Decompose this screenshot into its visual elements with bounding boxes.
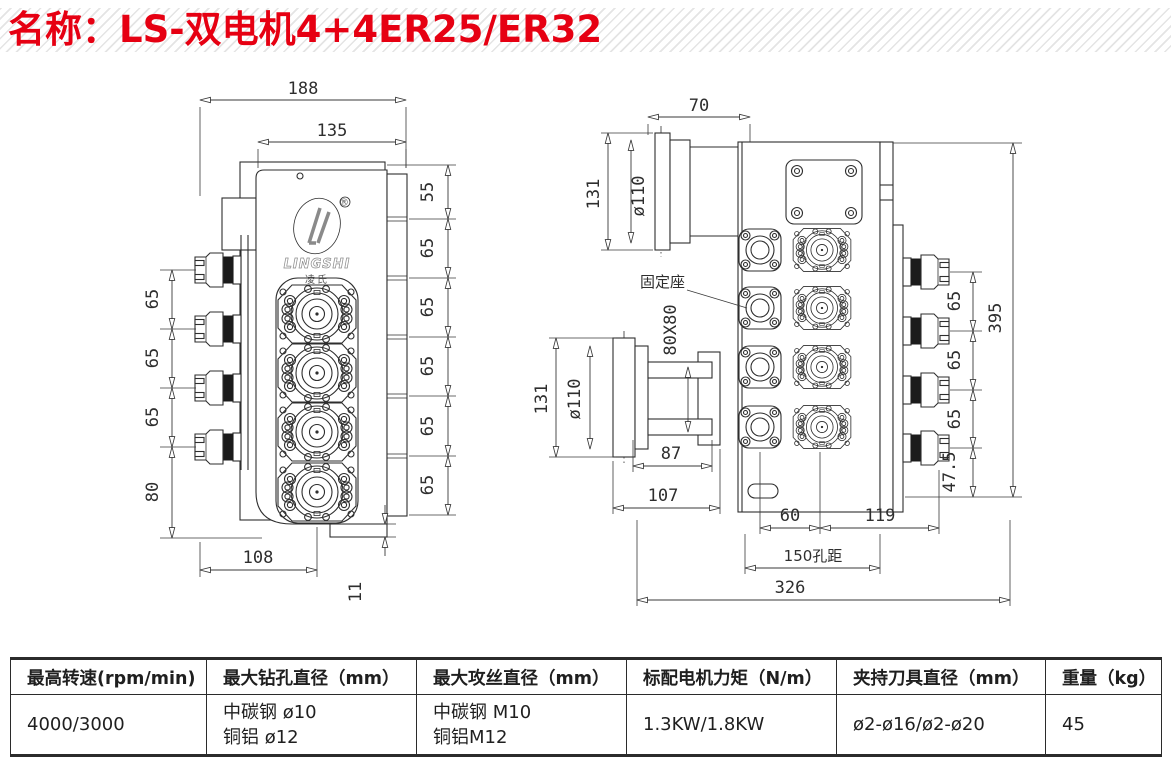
- logo-brand-cn: 凌氏: [305, 273, 329, 286]
- dim-label: 395: [986, 303, 1006, 334]
- spec-col-value: 中碳钢 M10 铜铝M12: [416, 694, 627, 756]
- spec-value-line: 1.3KW/1.8KW: [643, 714, 765, 735]
- spec-col-value: ø2-ø16/ø2-ø20: [836, 694, 1046, 756]
- spec-value-line: 中碳钢 M10: [433, 701, 532, 723]
- dim-label: 55: [418, 182, 438, 202]
- spec-header-row: 最高转速(rpm/min)最大钻孔直径（mm）最大攻丝直径（mm）标配电机力矩（…: [10, 658, 1162, 695]
- spec-col-value: 1.3KW/1.8KW: [626, 694, 837, 756]
- dim-label: 65: [143, 407, 163, 427]
- dim-label: 131: [532, 384, 552, 415]
- dim-label: 80: [143, 482, 163, 502]
- dim-label: 60: [780, 506, 800, 526]
- dim-label: 135: [317, 121, 348, 141]
- lingshi-logo: ® LINGSHI 凌氏: [283, 196, 351, 286]
- dim-label: ø110: [565, 379, 585, 420]
- page-title: 名称：LS-双电机4+4ER25/ER32: [8, 8, 603, 51]
- dim-label: ø110: [629, 176, 649, 217]
- technical-drawing: ® LINGSHI 凌氏 188 135: [143, 79, 1022, 606]
- dim-label: 107: [648, 486, 679, 506]
- dim-label: 87: [661, 444, 681, 464]
- spec-col-header: 最大钻孔直径（mm）: [206, 658, 417, 695]
- logo-brand: LINGSHI: [284, 257, 351, 272]
- spec-value-line: 中碳钢 ø10: [223, 701, 317, 723]
- spec-value-line: 铜铝M12: [433, 726, 508, 748]
- side-view-dimensions: 70 131 ø110 固定座 80X80 131 ø110 87: [532, 96, 1022, 606]
- dim-label: 65: [418, 416, 438, 436]
- dim-label: 70: [689, 96, 709, 116]
- side-view-drawing: 70 131 ø110 固定座 80X80 131 ø110 87: [532, 96, 1022, 606]
- dim-label: 65: [143, 289, 163, 309]
- spec-col-value: 45: [1045, 694, 1162, 756]
- spec-value-row: 4000/3000 中碳钢 ø10 铜铝 ø12 中碳钢 M10 铜铝M12 1.3KW/…: [10, 694, 1162, 756]
- dim-label: 119: [865, 506, 896, 526]
- dim-label: 65: [143, 348, 163, 368]
- spec-col-header: 重量（kg）: [1045, 658, 1162, 695]
- dim-label: 131: [584, 179, 604, 210]
- dim-label: 150孔距: [784, 547, 843, 565]
- spec-col-header: 最高转速(rpm/min): [10, 658, 207, 695]
- dim-label: 65: [945, 291, 965, 311]
- dim-label: 11: [346, 582, 366, 602]
- dim-label: 326: [775, 578, 806, 598]
- dim-label: 47.5: [940, 452, 960, 493]
- fixing-seat-label: 固定座: [640, 273, 685, 291]
- spec-value-line: 45: [1062, 714, 1085, 735]
- dim-label: 65: [418, 356, 438, 376]
- spec-col-value: 中碳钢 ø10 铜铝 ø12: [206, 694, 417, 756]
- registered-mark: ®: [339, 198, 351, 209]
- title-banner: [0, 8, 1171, 52]
- dim-label: 80X80: [661, 304, 681, 355]
- dim-label: 65: [418, 475, 438, 495]
- spec-col-value: 4000/3000: [10, 694, 207, 756]
- spec-value-line: 4000/3000: [27, 714, 125, 735]
- spec-col-header: 夹持刀具直径（mm）: [836, 658, 1046, 695]
- dim-label: 65: [945, 350, 965, 370]
- spec-value-line: 铜铝 ø12: [223, 726, 299, 748]
- dim-label: 188: [288, 79, 319, 99]
- dim-label: 65: [418, 297, 438, 317]
- spec-col-header: 标配电机力矩（N/m）: [626, 658, 837, 695]
- spec-table: 最高转速(rpm/min)最大钻孔直径（mm）最大攻丝直径（mm）标配电机力矩（…: [10, 657, 1162, 757]
- spec-col-header: 最大攻丝直径（mm）: [416, 658, 627, 695]
- dim-label: 65: [418, 238, 438, 258]
- dim-label: 108: [243, 548, 274, 568]
- spec-value-line: ø2-ø16/ø2-ø20: [853, 714, 985, 735]
- front-view-dimensions: 188 135 55 65 65 65: [143, 79, 456, 602]
- dim-label: 65: [945, 409, 965, 429]
- front-view-drawing: ® LINGSHI 凌氏 188 135: [143, 79, 456, 602]
